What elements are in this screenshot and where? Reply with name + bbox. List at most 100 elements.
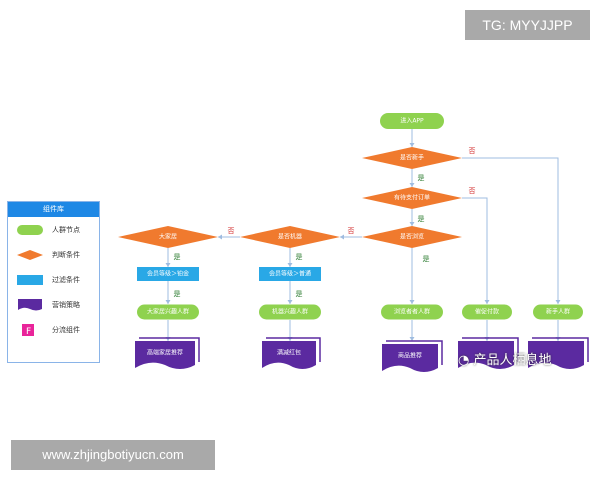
- node-shape-stack: [386, 340, 443, 365]
- node-label: 是否机器: [278, 233, 302, 241]
- node-pending-payment: 催促付款: [462, 304, 512, 320]
- edge-label-yes: 是: [418, 215, 425, 223]
- brand-watermark: ◔ 产品人栖息地: [458, 349, 552, 368]
- node-newbie-crowd: 新手人群: [533, 304, 583, 320]
- flow-arrowhead: [409, 143, 415, 147]
- legend-item-label: 人群节点: [52, 226, 80, 234]
- edge-label-no: 否: [228, 227, 235, 235]
- edge-label-no: 否: [469, 147, 476, 155]
- flow-arrowhead: [409, 183, 415, 187]
- legend-item-label: 判断条件: [52, 251, 80, 259]
- decision-big-home: 大家居: [118, 226, 218, 248]
- legend-item-condition: 判断条件: [8, 245, 99, 265]
- edge-label-yes: 是: [296, 290, 303, 298]
- edge-label-no: 否: [469, 187, 476, 195]
- node-label: 满减红包: [277, 349, 301, 357]
- node-shape: [118, 226, 218, 248]
- wechat-icon: ◔: [458, 353, 470, 368]
- node-shape-stack: [532, 337, 589, 362]
- node-shape: [135, 341, 195, 369]
- node-shape: [462, 304, 512, 320]
- flow-arrowhead: [340, 234, 344, 240]
- filter-member-platinum: 会员等级＞铂金: [137, 267, 199, 281]
- node-label: 机器兴趣人群: [272, 308, 308, 316]
- filter-member-normal: 会员等级＞普通: [259, 267, 321, 281]
- flow-arrowhead: [409, 222, 415, 226]
- node-label: 大家居: [159, 233, 177, 241]
- edge-label-yes: 是: [423, 255, 430, 263]
- diamond-icon: [17, 250, 43, 260]
- flow-arrowhead: [165, 263, 171, 267]
- strategy-discount-coupon: 满减红包: [262, 337, 321, 369]
- node-label: 是否浏览: [400, 233, 424, 241]
- flow-arrowhead: [409, 337, 415, 341]
- strategy-newbie: [528, 337, 589, 369]
- node-label: 商品推荐: [398, 352, 422, 360]
- node-label: 催促付款: [475, 308, 499, 316]
- flow-edge: [462, 157, 559, 304]
- brand-text: 产品人栖息地: [473, 353, 552, 368]
- node-shape: [362, 187, 462, 209]
- watermark-top: TG: MYYJJPP: [465, 10, 590, 40]
- rectangle-icon: [17, 275, 43, 285]
- svg-text:F: F: [26, 327, 31, 337]
- node-shape: [458, 341, 514, 369]
- node-shape: [362, 147, 462, 169]
- legend-item-label: 营销策略: [52, 301, 80, 309]
- watermark-bottom: www.zhjingbotiyucn.com: [11, 440, 215, 470]
- edge-label-yes: 是: [418, 174, 425, 182]
- edge-label-yes: 是: [174, 253, 181, 261]
- node-shape: [240, 226, 340, 248]
- node-shape: [262, 341, 316, 369]
- flow-arrowhead: [484, 300, 490, 304]
- node-label: 浏览者者人群: [394, 308, 430, 316]
- node-shape: [259, 267, 321, 281]
- node-shape: [259, 304, 321, 320]
- wave-document-icon: [18, 299, 42, 311]
- edge-label-yes: 是: [296, 253, 303, 261]
- node-label: 大家居兴趣人群: [147, 308, 189, 316]
- decision-browsed: 是否浏览: [362, 226, 462, 248]
- node-label: 会员等级＞铂金: [147, 270, 189, 278]
- node-shape: [533, 304, 583, 320]
- node-shape: [380, 113, 444, 129]
- flow-arrowhead: [555, 300, 561, 304]
- node-shape: [137, 267, 199, 281]
- flow-arrowhead: [287, 300, 293, 304]
- node-shape: [381, 304, 443, 320]
- legend-title: 组件库: [8, 202, 99, 217]
- pill-icon: [17, 225, 43, 235]
- node-label: 进入APP: [400, 117, 424, 125]
- decision-pending-order: 有待支付订单: [362, 187, 462, 209]
- node-label: 是否新手: [400, 154, 424, 162]
- node-shape-stack: [462, 337, 519, 362]
- strategy-product-recommend: 商品推荐: [382, 340, 443, 372]
- strategy-premium-home: 高端家居推荐: [135, 337, 200, 369]
- node-enter-app: 进入APP: [380, 113, 444, 129]
- node-shape: [137, 304, 199, 320]
- flow-arrowhead: [165, 300, 171, 304]
- node-shape-stack: [266, 337, 321, 362]
- node-label: 有待支付订单: [394, 194, 430, 202]
- strategy-payment-reminder: [458, 337, 519, 369]
- decision-new-user: 是否新手: [362, 147, 462, 169]
- flow-arrowhead: [218, 234, 222, 240]
- decision-building: 是否机器: [240, 226, 340, 248]
- node-building-crowd: 机器兴趣人群: [259, 304, 321, 320]
- legend-item-label: 过滤条件: [52, 276, 80, 284]
- component-legend: 组件库 人群节点 判断条件 过滤条件 营销策略 F 分流组件: [7, 201, 100, 363]
- legend-item-filter: 过滤条件: [8, 270, 99, 290]
- node-shape: [382, 344, 438, 372]
- flow-arrowhead: [409, 300, 415, 304]
- node-big-home-crowd: 大家居兴趣人群: [137, 304, 199, 320]
- legend-item-split: F 分流组件: [8, 320, 99, 340]
- legend-item-strategy: 营销策略: [8, 295, 99, 315]
- flow-edge: [462, 197, 488, 304]
- legend-item-label: 分流组件: [52, 326, 80, 334]
- legend-item-crowd-node: 人群节点: [8, 220, 99, 240]
- node-shape: [528, 341, 584, 369]
- edge-label-no: 否: [348, 227, 355, 235]
